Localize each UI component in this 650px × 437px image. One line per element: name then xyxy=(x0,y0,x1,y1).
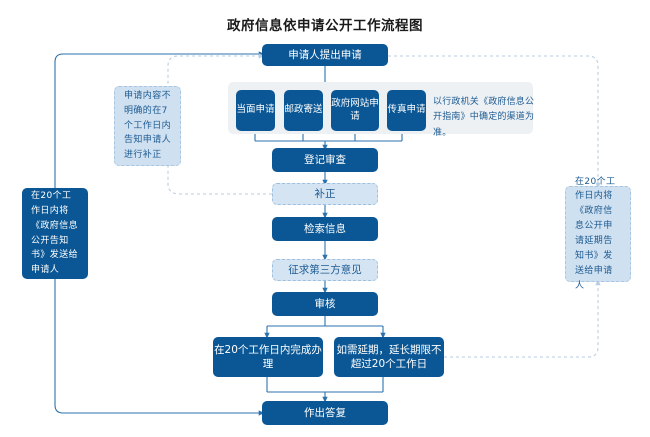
node-label: 传真申请 xyxy=(387,104,426,116)
node-third-party-opinion[interactable]: 征求第三方意见 xyxy=(272,259,378,281)
node-channel-fax[interactable]: 传真申请 xyxy=(387,90,426,131)
node-label: 当面申请 xyxy=(236,104,275,116)
node-label: 在20个工作日内完成办理 xyxy=(214,343,322,370)
note-text: 申请内容不明确的在7个工作日内告知申请人进行补正 xyxy=(124,90,172,161)
note-left-disclosure-notice[interactable]: 在20个工作日内将《政府信息公开告知书》发送给申请人 xyxy=(22,188,88,279)
node-label: 征求第三方意见 xyxy=(288,263,362,276)
node-issue-reply[interactable]: 作出答复 xyxy=(262,401,388,425)
page-title: 政府信息依申请公开工作流程图 xyxy=(227,18,423,34)
channels-annotation: 以行政机关《政府信息公开指南》中确定的渠道为准。 xyxy=(433,97,535,138)
node-label: 如需延期，延长期限不超过20个工作日 xyxy=(336,343,442,370)
node-label: 补正 xyxy=(314,187,336,200)
node-registration-review[interactable]: 登记审查 xyxy=(272,148,378,172)
node-label: 登记审查 xyxy=(304,153,346,166)
node-label: 作出答复 xyxy=(304,406,346,419)
node-channel-government-website[interactable]: 政府网站申请 xyxy=(331,90,379,131)
node-audit[interactable]: 审核 xyxy=(272,292,378,316)
node-complete-within-20-days[interactable]: 在20个工作日内完成办理 xyxy=(213,337,323,377)
node-extension-allowed[interactable]: 如需延期，延长期限不超过20个工作日 xyxy=(334,337,444,377)
node-label: 政府网站申请 xyxy=(331,97,379,122)
node-label: 审核 xyxy=(314,297,336,310)
node-correction[interactable]: 补正 xyxy=(272,183,378,205)
note-text: 在20个工作日内将《政府信息公开申请延期告知书》发送给申请人 xyxy=(575,176,616,291)
node-channel-in-person[interactable]: 当面申请 xyxy=(236,90,275,131)
node-label: 邮政寄送 xyxy=(284,104,323,116)
note-text: 在20个工作日内将《政府信息公开告知书》发送给申请人 xyxy=(31,190,79,276)
node-channel-postal[interactable]: 邮政寄送 xyxy=(284,90,323,131)
node-label: 申请人提出申请 xyxy=(288,48,362,61)
note-right-extension-notice[interactable]: 在20个工作日内将《政府信息公开申请延期告知书》发送给申请人 xyxy=(565,177,631,291)
note-unclear-application-correction[interactable]: 申请内容不明确的在7个工作日内告知申请人进行补正 xyxy=(114,86,181,166)
node-retrieve-information[interactable]: 检索信息 xyxy=(272,217,378,241)
node-label: 检索信息 xyxy=(304,222,346,235)
node-start-application[interactable]: 申请人提出申请 xyxy=(262,44,388,66)
